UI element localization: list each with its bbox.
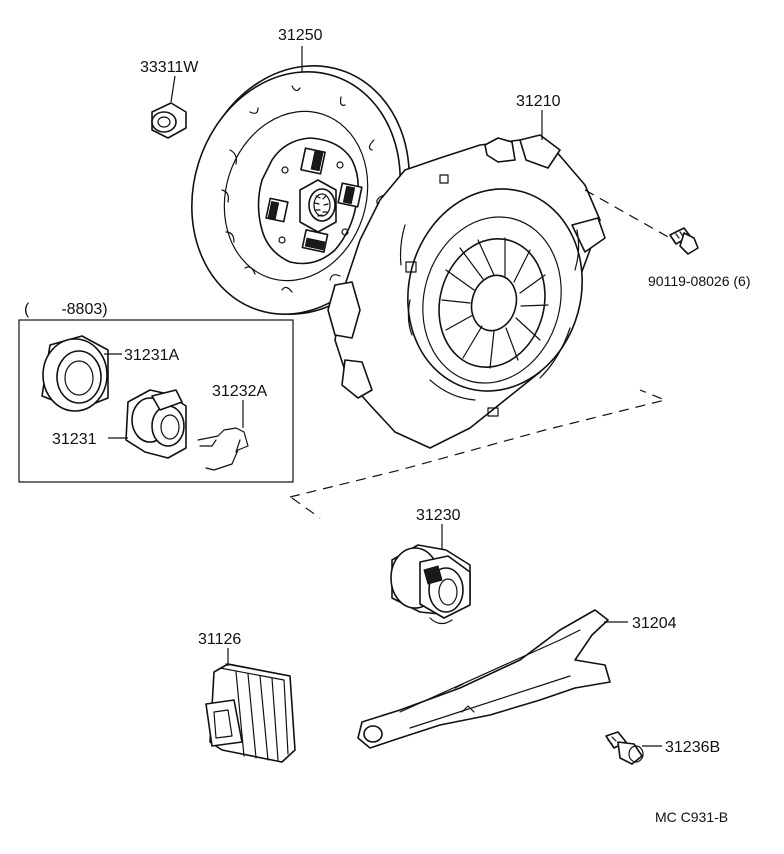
clutch-cover-31210[interactable] xyxy=(327,134,606,449)
release-bearing-31231A[interactable] xyxy=(41,335,109,412)
label-group-8803: ( -8803) xyxy=(24,301,108,318)
release-hub-31231[interactable] xyxy=(125,389,187,459)
label-31204: 31204 xyxy=(632,615,677,632)
label-31126: 31126 xyxy=(198,631,241,648)
pilot-bearing-33311W[interactable] xyxy=(151,102,187,139)
release-bearing-31230[interactable] xyxy=(390,544,471,625)
label-31231A: 31231A xyxy=(124,347,179,364)
group-box-8803 xyxy=(18,319,294,483)
release-fork-31204[interactable] xyxy=(357,609,611,749)
boot-31126[interactable] xyxy=(205,663,296,763)
pivot-bolt-31236B[interactable] xyxy=(605,731,644,765)
leader-33311W xyxy=(170,75,176,103)
label-31232A: 31232A xyxy=(212,383,267,400)
clip-31232A[interactable] xyxy=(197,427,249,471)
label-31210: 31210 xyxy=(516,93,561,110)
label-31236B: 31236B xyxy=(665,739,720,756)
label-90119-08026: 90119-08026 (6) xyxy=(648,273,750,289)
dashed-outline-assembly xyxy=(289,389,667,498)
label-31250: 31250 xyxy=(278,27,323,44)
label-31231: 31231 xyxy=(52,431,97,448)
bolt-90119-08026[interactable] xyxy=(669,227,699,255)
dashed-line-left xyxy=(291,497,321,519)
drawing-code: MC C931-B xyxy=(655,809,728,825)
label-33311W: 33311W xyxy=(140,59,199,76)
clutch-disc-31250[interactable] xyxy=(161,38,441,343)
label-31230: 31230 xyxy=(416,507,461,524)
